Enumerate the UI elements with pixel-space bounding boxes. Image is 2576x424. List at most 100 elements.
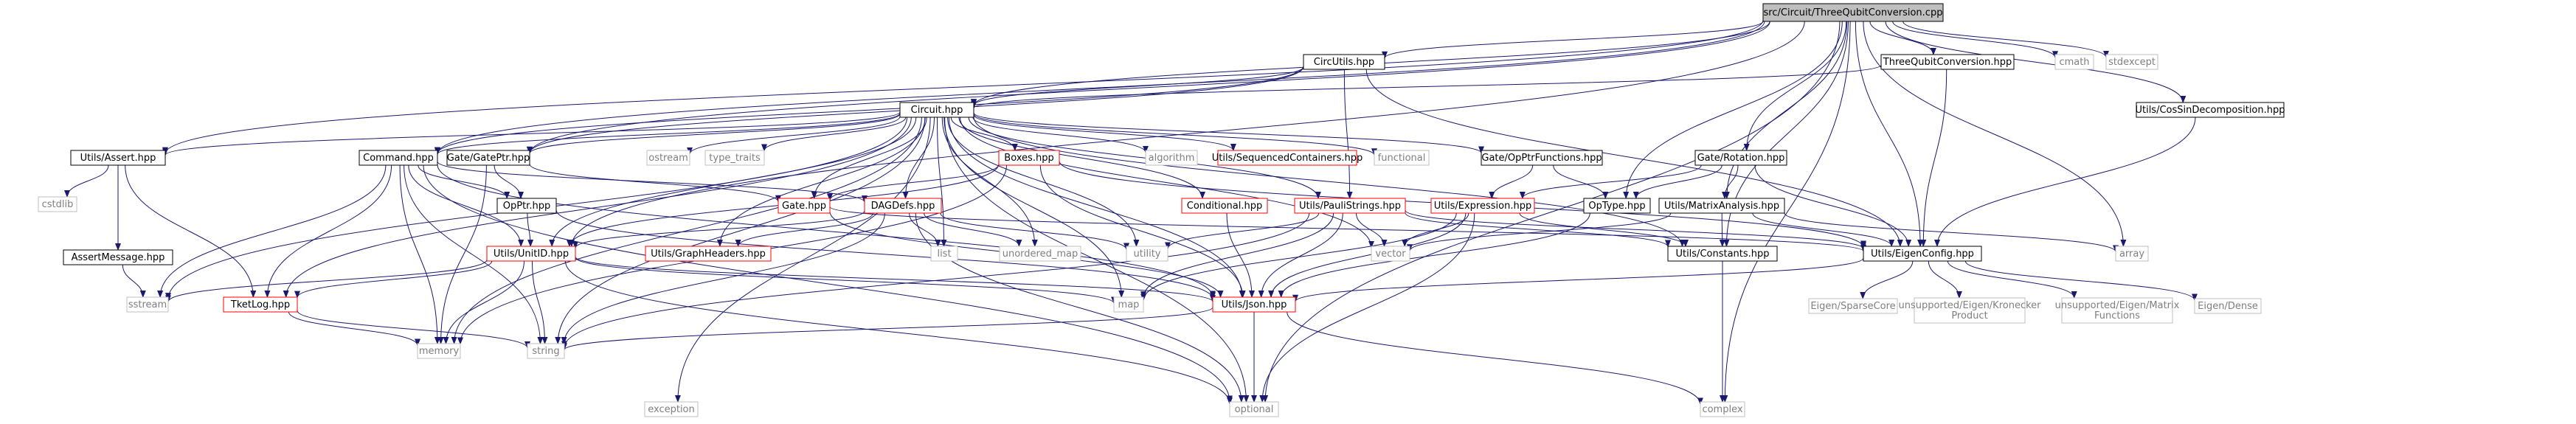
node-rotation[interactable]: Gate/Rotation.hpp [1694,150,1787,166]
node-tketlog[interactable]: TketLog.hpp [223,296,298,313]
node-label: exception [648,404,695,415]
node-label: utility [1134,249,1161,260]
node-cossin[interactable]: Utils/CosSinDecomposition.hpp [2135,102,2285,118]
edge-root-to-unitid [568,21,1805,247]
edge-root-to-command [434,21,1765,155]
node-circutils[interactable]: CircUtils.hpp [1303,54,1385,70]
edge-unitid-to-tketlog [294,260,493,299]
node-assert[interactable]: Utils/Assert.hpp [70,150,166,166]
node-label: unsupported/Eigen/Matrix [2055,300,2180,311]
edge-tketlog-to-memory [288,311,420,347]
node-label: Utils/Expression.hpp [1434,201,1531,212]
node-memory: memory [417,343,461,359]
node-label: Utils/UnitID.hpp [494,249,569,260]
node-assertmsg[interactable]: AssertMessage.hpp [63,249,173,265]
node-box [704,150,765,166]
node-eigenconfig[interactable]: Utils/EigenConfig.hpp [1863,246,1982,262]
node-map: map [1113,296,1144,313]
edge-expression-to-constants [1519,212,1689,247]
node-box [1374,150,1430,166]
node-label: Utils/CosSinDecomposition.hpp [2135,105,2285,116]
edge-circuit-to-constants [973,117,1686,247]
edge-matrixanalysis-to-vector [1407,212,1672,252]
node-box [1880,54,2015,70]
node-box [998,150,1060,166]
node-label: Circuit.hpp [911,105,963,116]
node-label: Utils/PauliStrings.hpp [1299,201,1401,212]
node-label: ThreeQubitConversion.hpp [1883,57,2012,68]
edge-paulistrings-to-json [1258,212,1343,298]
node-box [1694,150,1787,166]
node-box [1371,246,1410,262]
node-exception: exception [644,401,699,417]
node-root[interactable]: src/Circuit/ThreeQubitConversion.cpp [1762,3,1944,22]
node-label: vector [1375,249,1406,260]
node-tqc_hpp[interactable]: ThreeQubitConversion.hpp [1880,54,2015,70]
node-expression[interactable]: Utils/Expression.hpp [1430,198,1535,214]
node-optype[interactable]: OpType.hpp [1583,198,1651,214]
edge-circuit-to-conditional [958,117,1205,199]
node-label: complex [1702,404,1742,415]
node-complex: complex [1700,401,1745,417]
node-label: Eigen/SparseCore [1810,301,1895,312]
edge-circuit-to-optional [944,117,1250,403]
edge-root-to-eigenconfig [1855,21,1924,247]
edge-gateptr-to-memory [437,164,487,344]
node-label: AssertMessage.hpp [72,252,165,263]
node-seqcont[interactable]: Utils/SequencedContainers.hpp [1212,150,1363,166]
node-box [1126,246,1168,262]
edge-root-to-stdexcept [1902,21,2109,58]
node-json[interactable]: Utils/Json.hpp [1212,296,1296,313]
node-label: Gate.hpp [782,201,826,212]
node-label: CircUtils.hpp [1314,57,1374,68]
edge-root-to-gateptr [527,21,1770,154]
node-constants[interactable]: Utils/Constants.hpp [1667,246,1778,262]
node-opptr[interactable]: OpPtr.hpp [496,198,557,214]
edge-dagdefs-to-list [909,212,941,247]
edge-expression-to-json [1268,212,1467,298]
node-label: Utils/Assert.hpp [80,153,156,164]
node-gate[interactable]: Gate.hpp [778,198,831,214]
node-box [486,246,576,262]
node-box [1863,246,1982,262]
edge-unitid-to-optional [564,260,1233,405]
node-opptrfunc[interactable]: Gate/OpPtrFunctions.hpp [1481,150,1603,166]
node-unitid[interactable]: Utils/UnitID.hpp [486,246,576,262]
edge-root-to-tqc_hpp [1869,21,1936,55]
node-box [2061,297,2173,324]
node-dense: Eigen/Dense [2194,298,2262,314]
node-label: Gate/Rotation.hpp [1697,153,1785,164]
edge-command-to-tketlog [264,164,392,298]
node-graphheaders[interactable]: Utils/GraphHeaders.hpp [645,246,772,262]
node-box [1181,198,1268,214]
node-matrixanalysis[interactable]: Utils/MatrixAnalysis.hpp [1658,198,1785,214]
edge-tqc_hpp-to-circuit [971,64,1882,109]
edge-circuit-to-vector [960,117,1374,249]
node-command[interactable]: Command.hpp [359,150,438,166]
edge-gate-to-eigenconfig [829,206,1866,252]
node-box [930,246,958,262]
edge-rotation-to-matrixanalysis [1722,164,1739,199]
node-box [1113,296,1144,313]
node-functional: functional [1374,150,1430,166]
edge-command-to-optional [423,164,1233,403]
node-unordered_map: unordered_map [999,246,1081,262]
node-label: functional [1378,153,1426,164]
node-type_traits: type_traits [704,150,765,166]
node-boxes[interactable]: Boxes.hpp [998,150,1060,166]
node-label: DAGDefs.hpp [871,201,935,212]
node-paulistrings[interactable]: Utils/PauliStrings.hpp [1294,198,1406,214]
node-dagdefs[interactable]: DAGDefs.hpp [864,198,942,214]
node-conditional[interactable]: Conditional.hpp [1181,198,1268,214]
node-gateptr[interactable]: Gate/GatePtr.hpp [446,150,530,166]
edge-root-to-assert [162,20,1764,155]
edge-eigenconfig-to-json [1292,257,1864,302]
node-box [1667,246,1778,262]
node-box [223,296,298,313]
node-label: Boxes.hpp [1004,153,1053,164]
node-box [864,198,942,214]
edge-circuit-to-functional [973,113,1377,156]
edge-circuit-to-exception [674,117,931,403]
edge-opptrfunc-to-expression [1489,164,1534,199]
node-circuit[interactable]: Circuit.hpp [899,102,974,118]
